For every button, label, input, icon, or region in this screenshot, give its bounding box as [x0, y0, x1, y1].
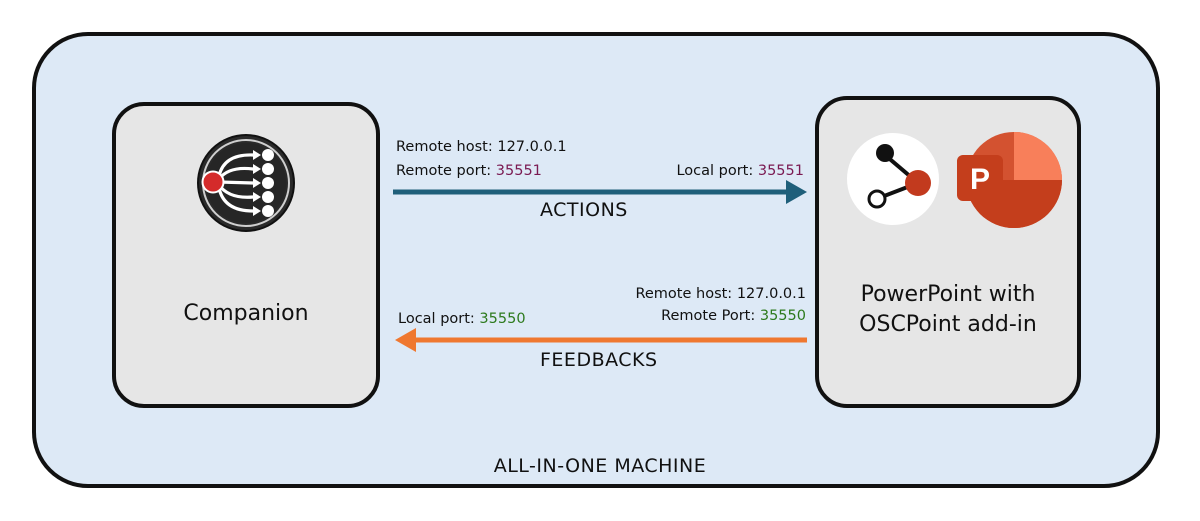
- companion-logo-icon: [197, 134, 295, 232]
- actions-remote-host: Remote host: 127.0.0.1: [396, 137, 567, 157]
- feedbacks-remote-port-value: 35550: [759, 308, 806, 324]
- actions-arrow: [393, 180, 807, 204]
- companion-label: Companion: [183, 301, 309, 326]
- feedbacks-remote-host-value: 127.0.0.1: [736, 286, 806, 302]
- powerpoint-label-line2: OSCPoint add-in: [859, 312, 1037, 337]
- powerpoint-label: PowerPoint with OSCPoint add-in: [819, 280, 1077, 340]
- actions-label: ACTIONS: [540, 199, 628, 221]
- actions-local-port: Local port: 35551: [676, 161, 804, 181]
- feedbacks-local-port-label: Local port:: [398, 311, 475, 327]
- actions-remote-host-value: 127.0.0.1: [497, 139, 567, 155]
- feedbacks-local-port-value: 35550: [479, 311, 526, 327]
- powerpoint-logo-icon: P: [957, 132, 1062, 228]
- powerpoint-label-line1: PowerPoint with: [860, 282, 1036, 307]
- machine-label: ALL-IN-ONE MACHINE: [493, 455, 707, 477]
- actions-remote-port-value: 35551: [495, 163, 542, 179]
- feedbacks-local-port: Local port: 35550: [398, 309, 526, 329]
- actions-remote-host-label: Remote host:: [396, 139, 493, 155]
- feedbacks-arrow: [395, 328, 807, 352]
- actions-remote-port: Remote port: 35551: [396, 161, 542, 181]
- feedbacks-remote-host: Remote host: 127.0.0.1: [635, 284, 806, 304]
- feedbacks-remote-host-label: Remote host:: [635, 286, 733, 302]
- feedbacks-remote-port: Remote Port: 35550: [661, 306, 806, 326]
- actions-local-port-value: 35551: [757, 163, 804, 179]
- feedbacks-remote-port-label: Remote Port:: [661, 308, 756, 324]
- actions-remote-port-label: Remote port:: [396, 163, 492, 179]
- svg-text:P: P: [970, 163, 990, 196]
- oscpoint-logo-icon: [847, 133, 939, 225]
- actions-local-port-label: Local port:: [676, 163, 754, 179]
- feedbacks-label: FEEDBACKS: [540, 349, 658, 371]
